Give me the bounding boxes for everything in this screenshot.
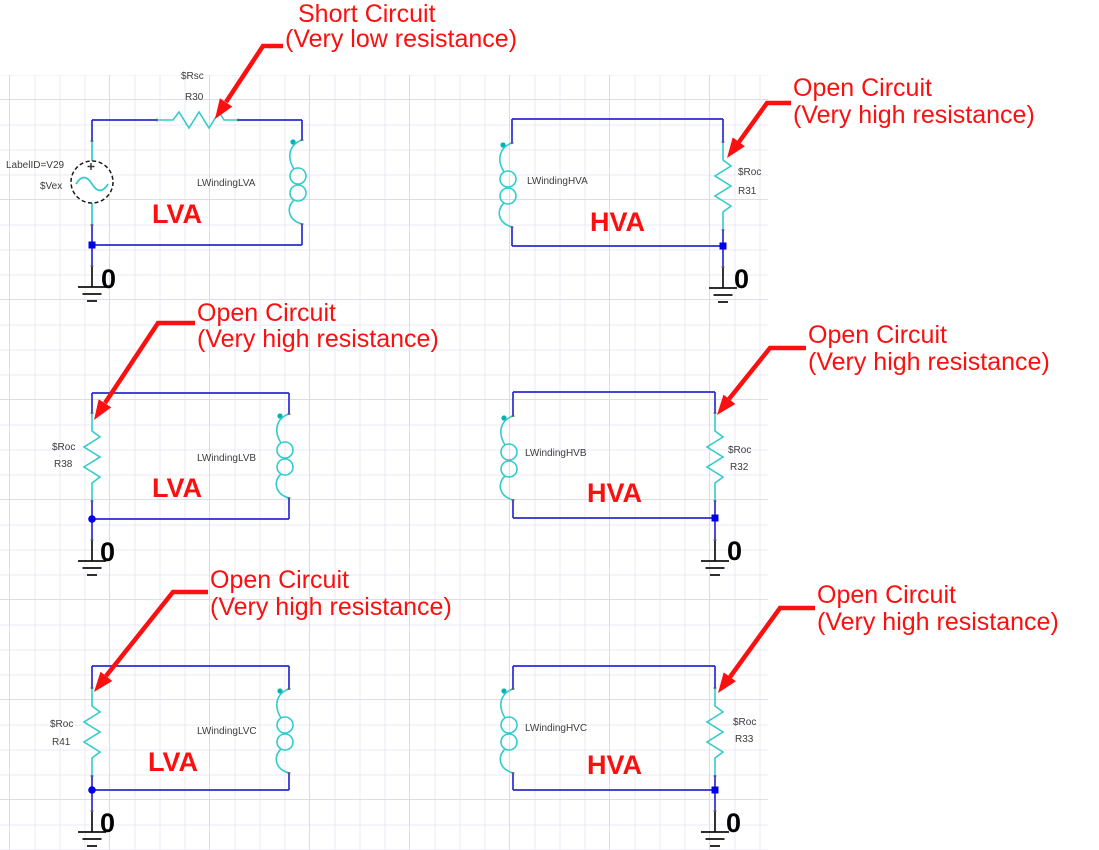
winding-label: LWindingLVB (197, 453, 256, 464)
annotation-line1: Short Circuit (298, 0, 436, 28)
circuit-title: LVA (148, 747, 198, 777)
callout-leader-line (737, 100, 791, 144)
annotation-line2: (Very high resistance) (808, 348, 1050, 376)
resistor-ref-label: R33 (735, 734, 754, 745)
resistor-value-label: $Roc (50, 719, 73, 730)
junction-square (88, 241, 96, 249)
junction-dot (88, 515, 96, 523)
arrowhead-icon (718, 672, 736, 693)
wires (91, 119, 303, 266)
annotation-line1: Open Circuit (210, 566, 349, 594)
wires (512, 665, 716, 811)
callout-leader-line (103, 320, 195, 405)
junction-square (711, 786, 719, 794)
winding-label: LWindingHVB (525, 448, 587, 459)
ground-net-label: 0 (101, 264, 116, 294)
circuit-hva-a: LWindingHVA $Roc R31 HVA 0 (498, 118, 761, 303)
annotation-line1: Open Circuit (197, 299, 336, 327)
callout-leader-line (728, 605, 815, 679)
winding-label: LWindingHVA (527, 176, 588, 187)
resistor-ref-label: R38 (54, 459, 73, 470)
circuit-lva-a: $Rsc R30 LabelID=V29 $Vex LWindingLVA LV… (6, 71, 307, 302)
circuit-lva-b: $Roc R38 LWindingLVB LVA 0 (52, 392, 294, 576)
annotation-open-circuit-hva-c: Open Circuit (Very high resistance) (718, 581, 1059, 693)
ground-net-label: 0 (727, 536, 742, 566)
ground-net-label: 0 (726, 808, 741, 838)
annotation-line2: (Very high resistance) (793, 101, 1035, 129)
annotation-open-circuit-lva-c: Open Circuit (Very high resistance) (94, 566, 452, 692)
circuit-title: HVA (587, 478, 642, 508)
winding-label: LWindingLVA (197, 178, 256, 189)
annotation-open-circuit-hva-a: Open Circuit (Very high resistance) (727, 74, 1035, 158)
resistor-ref-label: R41 (52, 737, 71, 748)
resistor-value-label: $Roc (52, 442, 75, 453)
callout-leader-line (224, 43, 283, 104)
source-name-label: $Vex (40, 181, 62, 192)
annotation-line1: Open Circuit (793, 74, 932, 102)
annotation-line2: (Very high resistance) (197, 325, 439, 353)
ground-net-label: 0 (100, 537, 115, 567)
wires (511, 118, 724, 267)
winding-label: LWindingHVC (525, 723, 587, 734)
resistor-value-label: $Roc (733, 717, 756, 728)
winding-label: LWindingLVC (197, 726, 257, 737)
source-id-label: LabelID=V29 (6, 160, 65, 171)
arrowhead-icon (717, 394, 736, 415)
circuit-hva-c: LWindingHVC $Roc R33 HVA 0 (499, 665, 756, 847)
ac-source-icon (70, 160, 114, 204)
arrowhead-icon (727, 137, 745, 158)
junction-square (719, 242, 727, 250)
arrowhead-icon (94, 671, 113, 692)
circuit-title: LVA (152, 199, 202, 229)
wires (91, 392, 290, 540)
circuit-title: LVA (152, 473, 202, 503)
resistor-value-label: $Rsc (181, 71, 204, 82)
junction-square (711, 514, 719, 522)
resistor-ref-label: R30 (185, 92, 204, 103)
circuit-hva-b: LWindingHVB $Roc R32 HVA 0 (499, 391, 751, 576)
ground-net-label: 0 (734, 264, 749, 294)
sine-wave-icon (75, 176, 109, 192)
wires (512, 391, 716, 540)
arrowhead-icon (94, 399, 112, 420)
wires (91, 665, 290, 811)
resistor-ref-label: R32 (730, 462, 749, 473)
annotation-open-circuit-hva-b: Open Circuit (Very high resistance) (717, 321, 1050, 415)
callout-leader-line (104, 589, 208, 678)
arrowhead-icon (215, 98, 233, 119)
junction-dot (88, 786, 96, 794)
grid-background (0, 75, 768, 850)
circuit-title: HVA (587, 750, 642, 780)
annotation-open-circuit-lva-b: Open Circuit (Very high resistance) (94, 299, 439, 420)
callout-leader-line (727, 345, 806, 401)
annotation-short-circuit: Short Circuit (Very low resistance) (215, 0, 517, 119)
annotation-line2: (Very low resistance) (285, 25, 517, 53)
ground-net-label: 0 (100, 808, 115, 838)
annotation-line1: Open Circuit (817, 581, 956, 609)
annotation-line1: Open Circuit (808, 321, 947, 349)
pin-ticks (90, 118, 725, 812)
resistor-ref-label: R31 (738, 186, 757, 197)
plus-polarity-icon (87, 163, 95, 170)
resistor-value-label: $Roc (728, 445, 751, 456)
resistor-value-label: $Roc (738, 167, 761, 178)
annotation-line2: (Very high resistance) (210, 593, 452, 621)
circuit-lva-c: $Roc R41 LWindingLVC LVA 0 (50, 665, 294, 847)
circuit-title: HVA (590, 207, 645, 237)
annotation-line2: (Very high resistance) (817, 608, 1059, 636)
